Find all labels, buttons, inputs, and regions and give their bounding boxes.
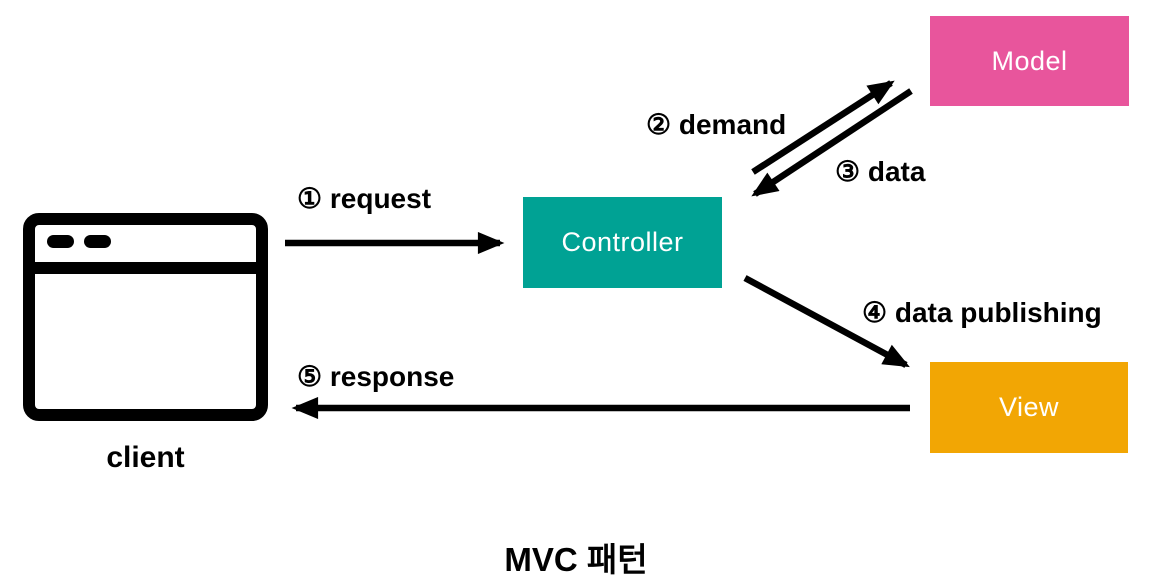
arrow-label-data-publishing: ④ data publishing [862, 297, 1102, 328]
diagram-title: MVC 패턴 [504, 541, 648, 578]
browser-dot-icon [47, 235, 74, 248]
data-arrow [751, 88, 913, 197]
node-client-label: client [106, 441, 185, 474]
node-controller-label: Controller [561, 227, 684, 257]
node-controller: Controller [523, 197, 722, 288]
arrow-label-request: ① request [297, 183, 432, 214]
node-model-label: Model [991, 45, 1068, 76]
browser-dot-icon [84, 235, 111, 248]
node-view-label: View [998, 392, 1060, 422]
node-model: Model [930, 16, 1129, 106]
client-browser-icon [23, 213, 268, 421]
arrow-label-data: ③ data [835, 156, 926, 187]
node-view: View [930, 362, 1128, 453]
arrow-label-demand: ② demand [646, 109, 787, 140]
demand-arrow [751, 80, 895, 175]
arrow-label-response: ⑤ response [297, 361, 455, 392]
data-publishing-arrow [743, 275, 910, 368]
